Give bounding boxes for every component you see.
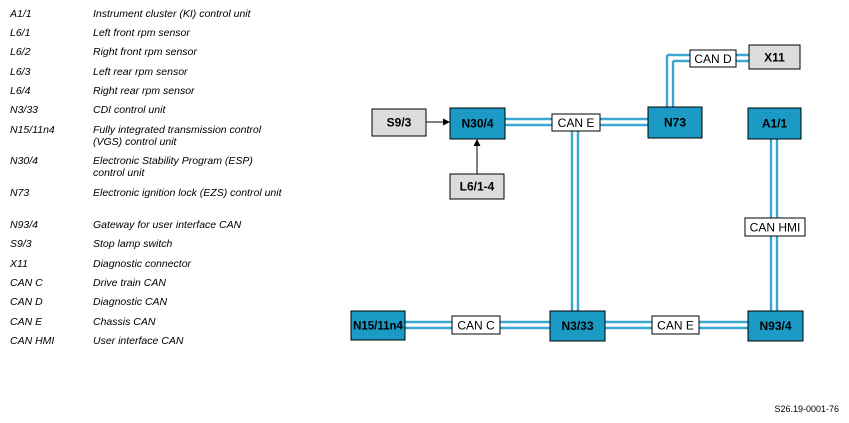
legend-code: N15/11n4: [10, 124, 55, 136]
legend-code: N73: [10, 187, 30, 199]
bus-label-box: [689, 49, 737, 68]
node-l6-1-4: L6/1-4: [449, 173, 505, 200]
legend-code: L6/3: [10, 66, 31, 78]
legend-code: X11: [10, 258, 28, 270]
bus-label-can-e-top: CAN E: [551, 113, 601, 132]
node-label: N93/4: [759, 319, 791, 333]
legend-desc: Left rear rpm sensor: [93, 66, 188, 78]
legend-desc: Gateway for user interface CAN: [93, 219, 242, 231]
legend-code: L6/1: [10, 27, 31, 39]
node-label: A1/1: [762, 117, 788, 131]
figure-reference-code: S26.19-0001-76: [774, 404, 839, 414]
node-x11: X11: [748, 44, 801, 70]
bus-label-box: [651, 315, 700, 335]
legend-code: CAN E: [10, 316, 43, 328]
bus-label-box: [551, 113, 601, 132]
arrowhead-right-icon: [443, 118, 450, 126]
legend-code: CAN D: [10, 296, 43, 308]
node-label: N73: [664, 116, 686, 130]
legend-code: CAN C: [10, 277, 43, 289]
node-box: [748, 44, 801, 70]
legend-desc: Electronic ignition lock (EZS) control u…: [93, 187, 282, 199]
node-n30-4: N30/4: [449, 107, 506, 140]
node-label: N3/33: [561, 319, 593, 333]
node-a1-1: A1/1: [747, 107, 802, 140]
legend-desc: Stop lamp switch: [93, 238, 173, 250]
node-n3-33: N3/33: [549, 310, 606, 342]
bus-labels: CAN E CAN D CAN HMI CAN C CAN E: [451, 49, 806, 335]
bus-label-text: CAN D: [694, 52, 732, 66]
legend-code: N93/4: [10, 219, 39, 231]
node-n73: N73: [647, 106, 703, 139]
bus-label-can-e-bottom: CAN E: [651, 315, 700, 335]
legend-desc: User interface CAN: [93, 335, 184, 347]
legend-desc: Fully integrated transmission control (V…: [93, 124, 262, 148]
legend-code: S9/3: [10, 238, 32, 250]
legend-desc: Right front rpm sensor: [93, 46, 197, 58]
legend-code: A1/1: [10, 8, 32, 20]
bus-label-text: CAN C: [457, 319, 495, 333]
node-n93-4: N93/4: [747, 310, 804, 342]
node-label: N30/4: [461, 117, 493, 131]
legend-desc: Electronic Stability Program (ESP) contr…: [93, 155, 253, 179]
node-box: [747, 310, 804, 342]
bus-label-can-c: CAN C: [451, 315, 501, 335]
node-box: [647, 106, 703, 139]
legend-code: N30/4: [10, 155, 39, 167]
legend-desc: Diagnostic connector: [93, 258, 192, 270]
legend-desc: Drive train CAN: [93, 277, 166, 289]
bus-label-box: [744, 217, 806, 237]
node-label: S9/3: [387, 116, 412, 130]
bus-label-text: CAN HMI: [750, 221, 801, 235]
legend-code: CAN HMI: [10, 335, 55, 347]
legend-desc: Instrument cluster (KI) control unit: [93, 8, 251, 20]
legend-desc: CDI control unit: [93, 104, 166, 116]
node-label: L6/1-4: [460, 180, 495, 194]
node-s9-3: S9/3: [371, 108, 427, 137]
legend-desc: Chassis CAN: [93, 316, 156, 328]
node-box: [449, 107, 506, 140]
node-label: N15/11n4: [353, 321, 403, 333]
node-box: [747, 107, 802, 140]
legend-code: L6/2: [10, 46, 31, 58]
arrowhead-up-icon: [473, 139, 481, 146]
legend-desc: Right rear rpm sensor: [93, 85, 195, 97]
legend-desc: Left front rpm sensor: [93, 27, 190, 39]
bus-label-can-hmi: CAN HMI: [744, 217, 806, 237]
node-label: X11: [764, 51, 785, 65]
nodes: S9/3 N30/4 L6/1-4 N73 X11 A1/1 N15/11n4: [350, 44, 804, 342]
legend-code: L6/4: [10, 85, 31, 97]
legend-code: N3/33: [10, 104, 39, 116]
node-box: [449, 173, 505, 200]
node-n15-11n4: N15/11n4: [350, 310, 406, 341]
signal-arrows: [426, 118, 481, 174]
bus-label-text: CAN E: [558, 116, 595, 130]
bus-label-can-d: CAN D: [689, 49, 737, 68]
node-box: [350, 310, 406, 341]
bus-label-text: CAN E: [657, 319, 694, 333]
bus-label-box: [451, 315, 501, 335]
node-box: [371, 108, 427, 137]
legend-desc: Diagnostic CAN: [93, 296, 168, 308]
node-box: [549, 310, 606, 342]
